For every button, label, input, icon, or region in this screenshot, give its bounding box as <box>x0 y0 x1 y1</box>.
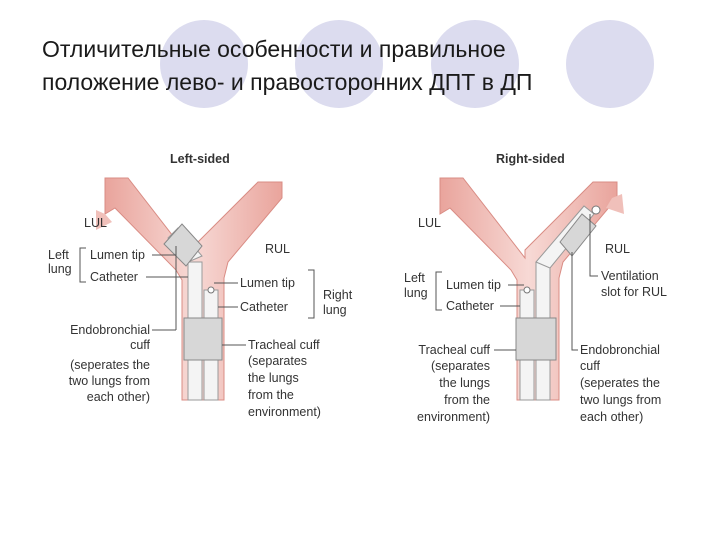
right-panel-endo-line-1: Endobronchial <box>580 343 660 357</box>
left-panel-lul-branch <box>96 210 112 230</box>
decor-circle-1 <box>160 20 248 108</box>
right-panel-catheter: Catheter <box>446 299 494 313</box>
slide-title-line-1: Отличительные особенности и правильное <box>42 36 506 62</box>
left-panel-tracheal-line-5: environment) <box>248 405 321 419</box>
decor-circle-2 <box>295 20 383 108</box>
left-sided-panel: Left-sided LUL RUL Left lung Lumen tip C… <box>48 152 353 419</box>
left-panel-tracheal-cuff <box>183 317 223 361</box>
right-panel-tracheal-line-4: from the <box>444 393 490 407</box>
right-panel-bronchial-cuff <box>559 213 597 257</box>
left-panel-tracheal-label: Tracheal cuff (separates the lungs from … <box>248 338 321 419</box>
right-panel-tracheal-cuff <box>515 317 557 361</box>
right-panel-endo-line-4: two lungs from <box>580 393 661 407</box>
right-panel-endo-line-3: (seperates the <box>580 376 660 390</box>
left-panel-right-lung-2: lung <box>323 303 347 317</box>
right-sided-heading: Right-sided <box>496 152 565 166</box>
left-panel-bronchial-cuff <box>163 223 203 267</box>
left-panel-endobronchial-label: Endobronchial cuff (seperates the two lu… <box>69 323 151 404</box>
right-sided-panel: Right-sided LUL RUL Left lung Lumen tip … <box>404 152 667 424</box>
slide-title: Отличительные особенности и правильное п… <box>42 33 682 99</box>
left-panel-lul-label: LUL <box>84 216 107 230</box>
right-panel-tracheal-line-3: the lungs <box>439 376 490 390</box>
right-panel-bracket-left <box>435 271 442 311</box>
decor-circle-3 <box>431 20 519 108</box>
right-panel-leader <box>589 214 598 277</box>
left-panel-tracheal-line-2: (separates <box>248 354 307 368</box>
left-sided-heading: Left-sided <box>170 152 230 166</box>
right-panel-lumen-tip: Lumen tip <box>446 278 501 292</box>
left-panel-endo-line-3: (seperates the <box>70 358 150 372</box>
left-panel-left-lung-1: Left <box>48 248 69 262</box>
right-panel-endo-line-5: each other) <box>580 410 643 424</box>
left-panel-catheter-left: Catheter <box>90 270 138 284</box>
right-panel-lumen-tip-marker <box>523 286 531 294</box>
left-panel-right-lung-1: Right <box>323 288 353 302</box>
right-panel-ventilation-1: Ventilation <box>601 269 659 283</box>
right-panel-ventilation-2: slot for RUL <box>601 285 667 299</box>
left-panel-tracheal-line-3: the lungs <box>248 371 299 385</box>
left-panel-catheter-right: Catheter <box>240 300 288 314</box>
left-panel-endo-line-2: cuff <box>130 338 150 352</box>
left-panel-rul-label: RUL <box>265 242 290 256</box>
right-panel-tracheal-label: Tracheal cuff (separates the lungs from … <box>417 343 490 424</box>
left-panel-lumen-tip-left: Lumen tip <box>90 248 145 262</box>
right-panel-tracheal-line-2: (separates <box>431 359 490 373</box>
right-panel-ventilation-slot <box>591 205 601 215</box>
left-panel-endo-line-5: each other) <box>87 390 150 404</box>
right-panel-rul-branch <box>606 194 624 214</box>
right-panel-rul-label: RUL <box>605 242 630 256</box>
left-panel-bracket-right <box>308 269 315 319</box>
right-panel-left-lung-1: Left <box>404 271 425 285</box>
right-panel-leader <box>571 252 578 351</box>
decor-circle-4 <box>566 20 654 108</box>
left-panel-lumen-tip-right: Lumen tip <box>240 276 295 290</box>
left-panel-lumen-tip-marker <box>207 286 215 294</box>
left-panel-left-lung-2: lung <box>48 262 72 276</box>
right-panel-endobronchial-label: Endobronchial cuff (seperates the two lu… <box>580 343 661 424</box>
slide-title-line-2: положение лево- и правосторонних ДПТ в Д… <box>42 69 533 95</box>
left-panel-tracheal-line-1: Tracheal cuff <box>248 338 320 352</box>
right-panel-endo-line-2: cuff <box>580 359 600 373</box>
left-panel-endo-line-1: Endobronchial <box>70 323 150 337</box>
left-panel-bracket-left <box>79 247 86 283</box>
left-panel-tracheal-line-4: from the <box>248 388 294 402</box>
right-panel-tracheal-line-1: Tracheal cuff <box>418 343 490 357</box>
right-panel-left-lung-2: lung <box>404 286 428 300</box>
left-panel-endo-line-4: two lungs from <box>69 374 150 388</box>
right-panel-lul-label: LUL <box>418 216 441 230</box>
right-panel-tracheal-line-5: environment) <box>417 410 490 424</box>
